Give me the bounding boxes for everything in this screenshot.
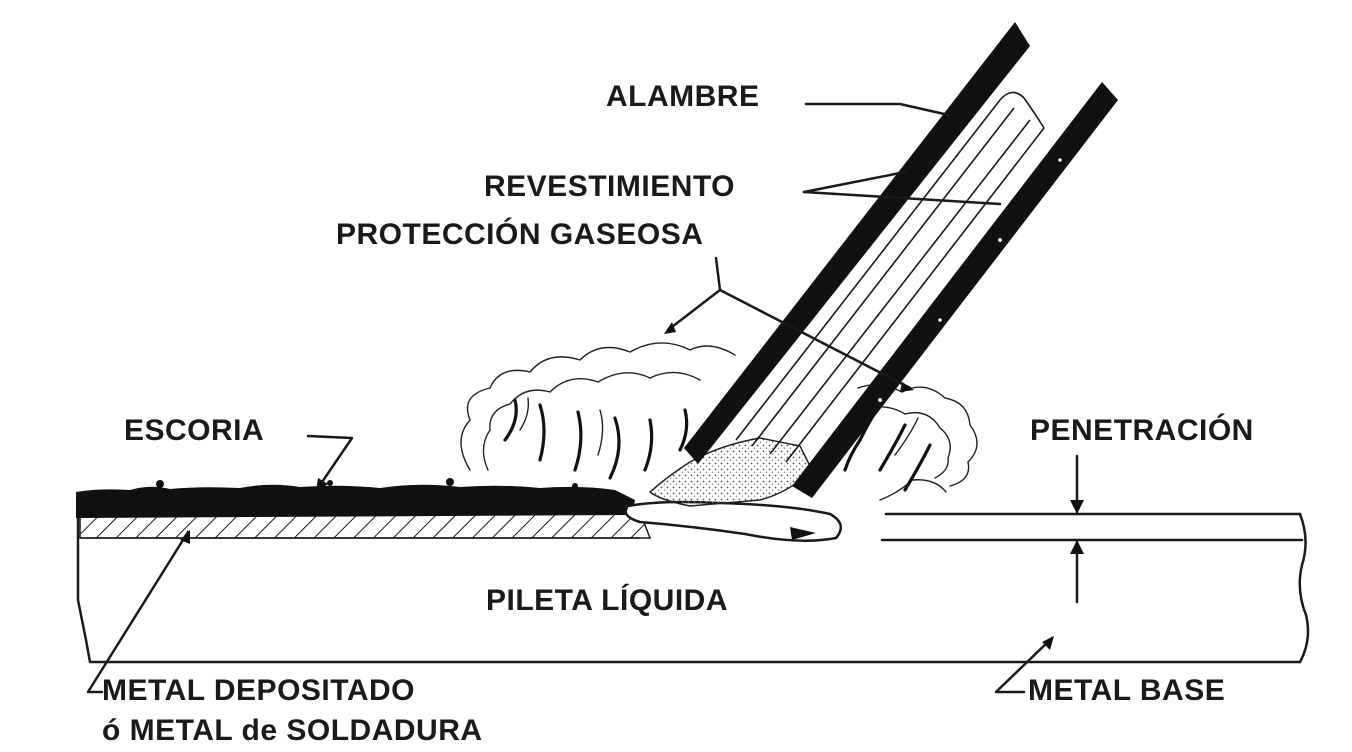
label-revestimiento: REVESTIMIENTO (484, 170, 735, 203)
label-metal-depositado-line2: ó METAL de SOLDADURA (102, 714, 483, 747)
label-metal-depositado-line1: METAL DEPOSITADO (102, 674, 415, 707)
label-escoria: ESCORIA (124, 414, 264, 447)
leader-lines (86, 102, 1084, 694)
weld-pool (624, 500, 843, 542)
arc-cone (648, 437, 813, 507)
label-metal-base: METAL BASE (1028, 674, 1225, 707)
label-pileta-liquida: PILETA LÍQUIDA (486, 583, 728, 617)
label-penetracion: PENETRACIÓN (1030, 413, 1254, 447)
slag-layer (76, 478, 635, 518)
gas-shield-cloud (460, 342, 978, 501)
electrode (684, 22, 1118, 498)
label-alambre: ALAMBRE (606, 80, 760, 113)
label-proteccion-gaseosa: PROTECCIÓN GASEOSA (336, 217, 703, 251)
